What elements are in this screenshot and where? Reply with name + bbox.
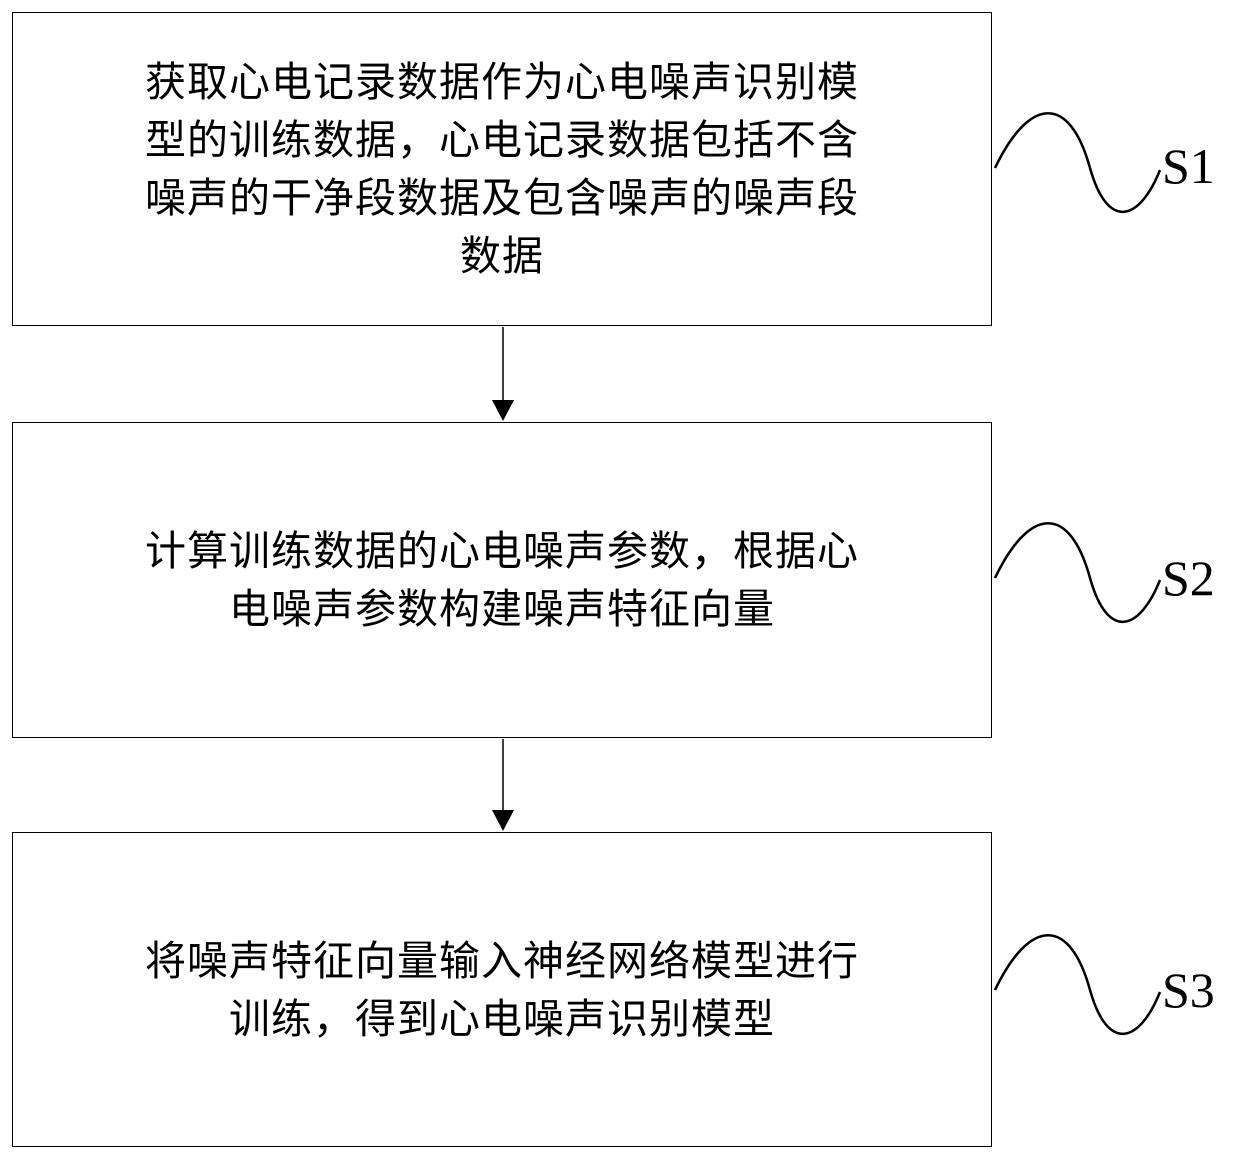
step-label-s3: S3: [1162, 962, 1215, 1018]
step-label-s1: S1: [1162, 138, 1215, 194]
arrow-head-s1-s2: [492, 400, 514, 421]
leader-wave-s1: [995, 113, 1160, 212]
step-text-s3: 将噪声特征向量输入神经网络模型进行 训练，得到心电噪声识别模型: [37, 932, 967, 1048]
leader-wave-s3: [995, 935, 1160, 1034]
step-text-s1: 获取心电记录数据作为心电噪声识别模 型的训练数据，心电记录数据包括不含 噪声的干…: [37, 53, 967, 285]
step-text-s2: 计算训练数据的心电噪声参数，根据心 电噪声参数构建噪声特征向量: [37, 522, 967, 638]
arrow-head-s2-s3: [492, 810, 514, 831]
step-box-s1: 获取心电记录数据作为心电噪声识别模 型的训练数据，心电记录数据包括不含 噪声的干…: [12, 12, 992, 326]
step-box-s3: 将噪声特征向量输入神经网络模型进行 训练，得到心电噪声识别模型: [12, 832, 992, 1147]
step-label-s2: S2: [1162, 550, 1215, 606]
step-box-s2: 计算训练数据的心电噪声参数，根据心 电噪声参数构建噪声特征向量: [12, 422, 992, 738]
leader-wave-s2: [995, 523, 1160, 622]
